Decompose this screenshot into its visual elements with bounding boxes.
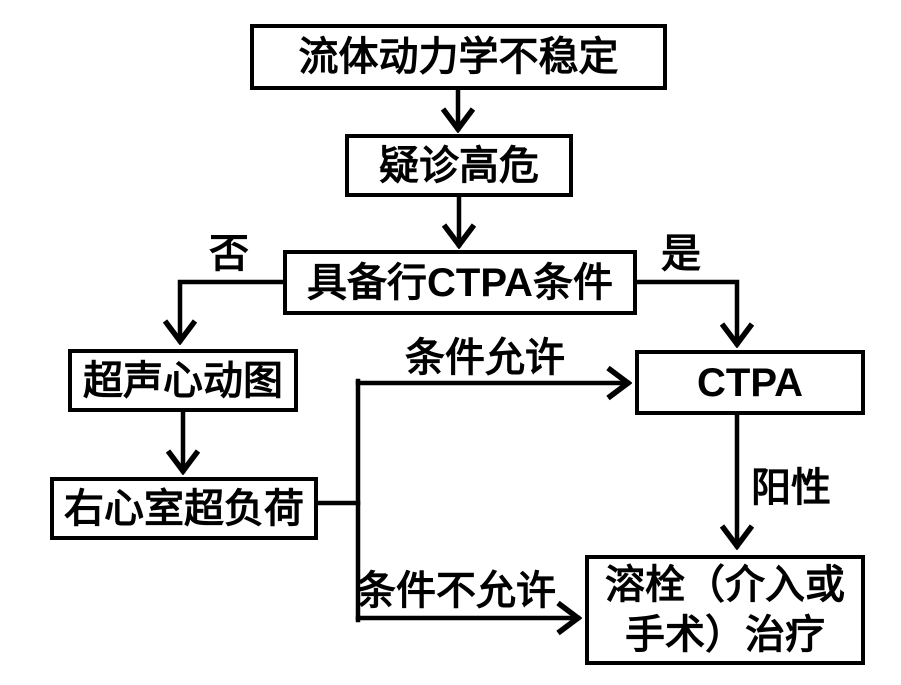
edge-label-yes: 是 bbox=[661, 232, 701, 276]
edge-label-conditions-permit: 条件允许 bbox=[405, 336, 565, 380]
edge-feasibility-yes-to-ctpa bbox=[634, 279, 737, 344]
edge-label-positive: 阳性 bbox=[751, 466, 831, 510]
node-hemodynamic-instability: 流体动力学不稳定 bbox=[250, 24, 667, 90]
edge-label-conditions-not-permit: 条件不允许 bbox=[356, 569, 556, 613]
node-echocardiography: 超声心动图 bbox=[68, 349, 298, 412]
node-thrombolysis-treatment: 溶栓（介入或 手术）治疗 bbox=[585, 555, 865, 665]
node-ctpa: CTPA bbox=[635, 350, 865, 415]
edge-label-no: 否 bbox=[209, 232, 249, 276]
edge-feasibility-no-to-echo bbox=[180, 279, 286, 341]
node-suspected-high-risk: 疑诊高危 bbox=[345, 134, 573, 197]
node-rv-overload: 右心室超负荷 bbox=[50, 477, 318, 540]
node-ctpa-feasibility: 具备行CTPA条件 bbox=[283, 250, 637, 315]
